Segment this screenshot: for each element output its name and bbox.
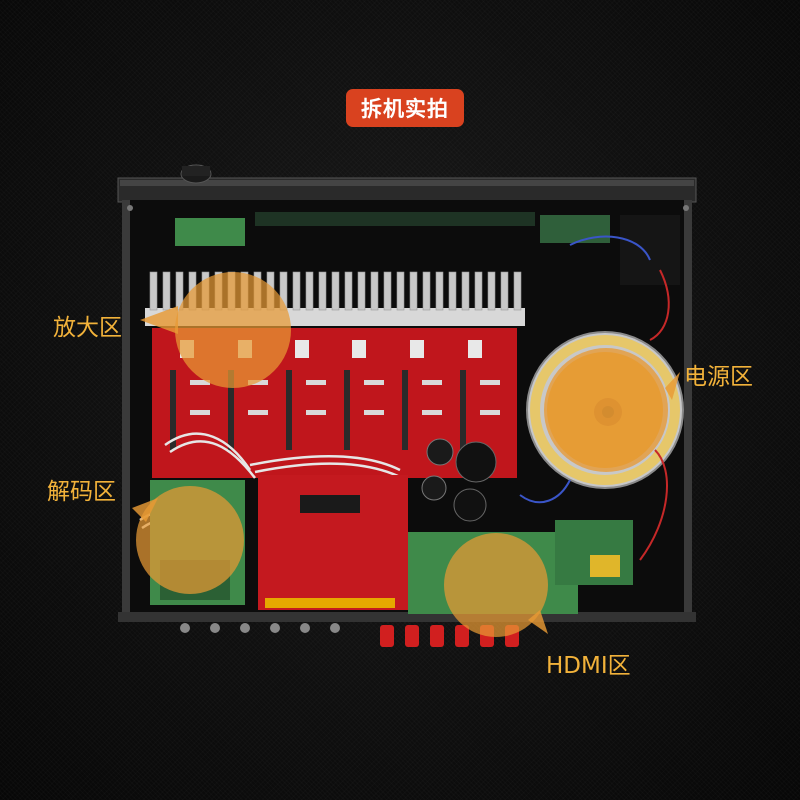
title-badge: 拆机实拍 xyxy=(346,89,464,127)
callout-amplifier xyxy=(140,272,291,388)
label-decoder-zone: 解码区 xyxy=(47,479,116,505)
wires xyxy=(639,269,670,561)
callout-hdmi xyxy=(444,533,548,637)
label-amplifier-zone: 放大区 xyxy=(53,315,122,341)
label-power-zone: 电源区 xyxy=(684,364,753,390)
callout-power xyxy=(544,348,680,472)
rear-jacks xyxy=(180,623,340,633)
callout-decoder xyxy=(132,486,244,594)
label-hdmi-zone: HDMI区 xyxy=(546,653,631,679)
top-board-strip xyxy=(175,212,680,285)
decoder-board xyxy=(258,475,408,610)
